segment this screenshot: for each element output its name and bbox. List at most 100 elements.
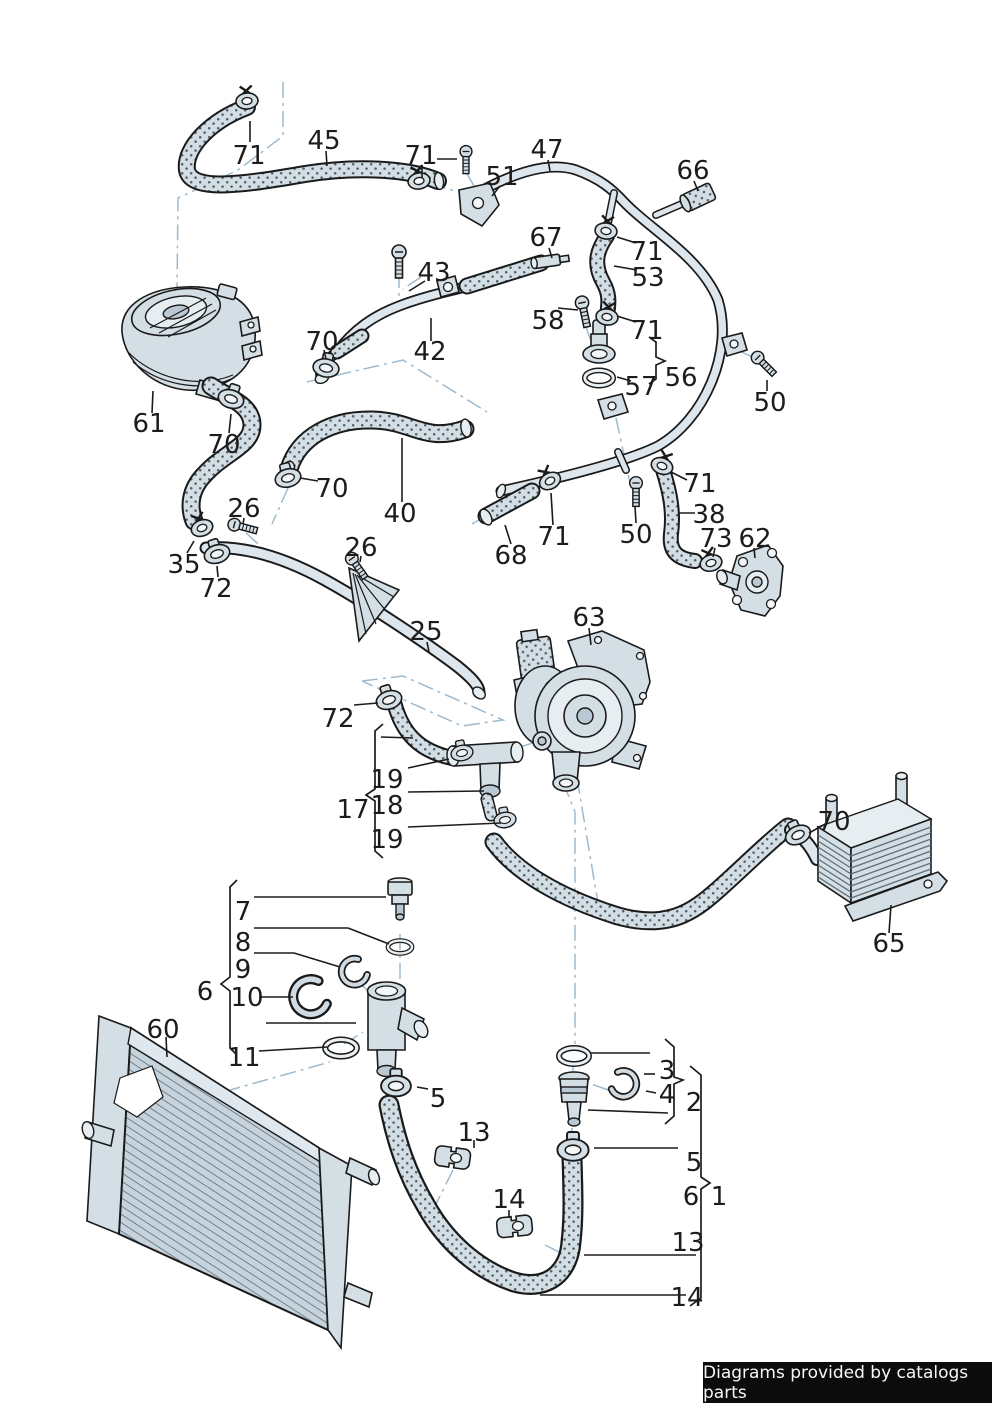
retaining-clip-4 bbox=[610, 1068, 640, 1100]
leader-line bbox=[550, 492, 554, 526]
construction-line bbox=[544, 1244, 576, 1261]
leader-line bbox=[380, 736, 414, 739]
construction-line bbox=[306, 359, 488, 413]
union-56 bbox=[582, 319, 616, 364]
callout-4: 4 bbox=[659, 1080, 676, 1110]
callout-60: 60 bbox=[146, 1015, 179, 1045]
leader-line bbox=[416, 1086, 429, 1090]
callout-9: 9 bbox=[235, 955, 252, 985]
callout-26: 26 bbox=[344, 533, 377, 563]
callout-50: 50 bbox=[753, 388, 786, 418]
clamp-5 bbox=[556, 1131, 590, 1162]
pipe-25 bbox=[199, 541, 486, 700]
callout-47: 47 bbox=[530, 135, 563, 165]
leader-line bbox=[407, 822, 502, 828]
callout-11: 11 bbox=[227, 1043, 260, 1073]
construction-line bbox=[465, 171, 479, 194]
callout-26: 26 bbox=[227, 494, 260, 524]
hose-bottom bbox=[378, 1094, 584, 1295]
small-parts bbox=[185, 83, 815, 1239]
callout-35: 35 bbox=[167, 550, 200, 580]
callout-13: 13 bbox=[457, 1118, 490, 1148]
leader-line bbox=[407, 790, 485, 793]
callout-70: 70 bbox=[817, 807, 850, 837]
group-brackets bbox=[219, 336, 712, 1307]
leader-line bbox=[616, 236, 637, 244]
callout-19: 19 bbox=[370, 765, 403, 795]
callout-73: 73 bbox=[699, 524, 732, 554]
leader-line bbox=[753, 547, 756, 559]
leader-line bbox=[712, 547, 716, 558]
callout-65: 65 bbox=[872, 929, 905, 959]
leader-line bbox=[299, 477, 319, 482]
screw-58 bbox=[573, 294, 595, 330]
leader-line bbox=[588, 627, 592, 646]
callout-72: 72 bbox=[199, 574, 232, 604]
retaining-clip-14 bbox=[495, 1213, 534, 1239]
group-bracket-2 bbox=[664, 1038, 686, 1125]
union-62 bbox=[716, 544, 784, 617]
callout-42: 42 bbox=[413, 337, 446, 367]
callout-43: 43 bbox=[417, 258, 450, 288]
callout-71: 71 bbox=[683, 469, 716, 499]
temperature-sensor bbox=[387, 877, 413, 921]
pipe-47 bbox=[458, 161, 748, 499]
leader-line bbox=[548, 247, 553, 259]
leader-line bbox=[616, 315, 637, 323]
callout-18: 18 bbox=[370, 791, 403, 821]
callout-8: 8 bbox=[235, 928, 252, 958]
leader-line bbox=[693, 180, 699, 192]
callout-71: 71 bbox=[630, 237, 663, 267]
construction-line bbox=[562, 781, 576, 1044]
o-ring-3 bbox=[559, 1048, 589, 1064]
leader-line bbox=[407, 758, 450, 769]
screw bbox=[459, 144, 473, 175]
hose-38 bbox=[655, 462, 703, 569]
callout-40: 40 bbox=[383, 499, 416, 529]
leader-line bbox=[587, 1109, 669, 1114]
callout-14: 14 bbox=[492, 1185, 525, 1215]
callout-56: 56 bbox=[664, 363, 697, 393]
screw-50 bbox=[628, 475, 644, 508]
radiator-stub-bottom bbox=[343, 1281, 373, 1309]
callout-14: 14 bbox=[670, 1283, 703, 1313]
callout-63: 63 bbox=[572, 603, 605, 633]
callout-71: 71 bbox=[232, 141, 265, 171]
leader-line bbox=[426, 641, 430, 653]
leader-line bbox=[670, 471, 688, 481]
expansion-tank bbox=[121, 283, 263, 401]
o-ring-11 bbox=[325, 1040, 357, 1057]
callout-6: 6 bbox=[683, 1182, 700, 1212]
leader-line bbox=[557, 307, 579, 311]
callout-25: 25 bbox=[409, 617, 442, 647]
leader-line bbox=[165, 1036, 168, 1058]
connector-pipe-67 bbox=[530, 253, 571, 270]
callout-70: 70 bbox=[315, 474, 348, 504]
callout-17: 17 bbox=[336, 795, 369, 825]
callout-6: 6 bbox=[197, 977, 214, 1007]
callout-67: 67 bbox=[529, 223, 562, 253]
grommet-66 bbox=[679, 182, 717, 213]
leader-line bbox=[359, 555, 362, 563]
hose-to-oil-cooler bbox=[484, 817, 798, 931]
hose-68 bbox=[477, 482, 541, 526]
callout-19: 19 bbox=[370, 825, 403, 855]
callout-51: 51 bbox=[485, 162, 518, 192]
leader-line bbox=[634, 505, 637, 524]
callout-5: 5 bbox=[430, 1084, 447, 1114]
leader-line bbox=[325, 150, 328, 167]
leader-line bbox=[216, 565, 219, 578]
leader-lines bbox=[151, 121, 892, 1296]
callout-70: 70 bbox=[207, 430, 240, 460]
leader-line bbox=[151, 390, 154, 414]
o-ring-57 bbox=[585, 370, 614, 385]
leader-line bbox=[491, 185, 501, 197]
callout-5: 5 bbox=[686, 1148, 703, 1178]
clamp-71 bbox=[592, 213, 621, 242]
watermark-bar: Diagrams provided by catalogs parts bbox=[703, 1362, 992, 1403]
callout-71: 71 bbox=[537, 522, 570, 552]
leader-line bbox=[242, 517, 245, 525]
construction-line bbox=[402, 276, 422, 290]
callout-62: 62 bbox=[738, 524, 771, 554]
